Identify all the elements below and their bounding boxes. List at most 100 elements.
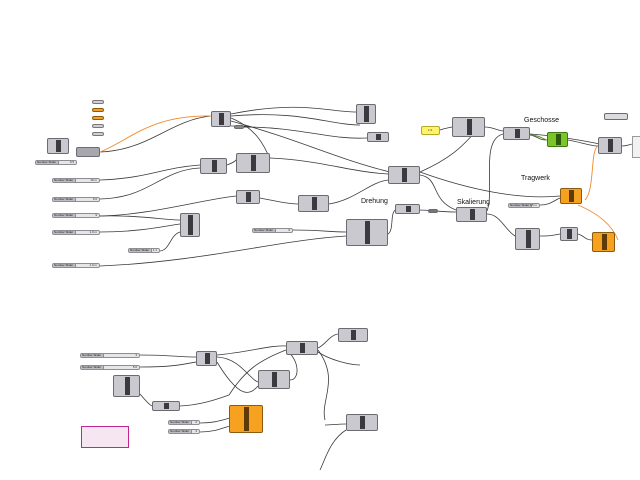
number-slider[interactable]: Number Slider 1.5 m [508,203,540,208]
component[interactable] [298,195,329,212]
legend-pill[interactable] [92,116,104,120]
number-slider[interactable]: Number Slider 1.1 [128,248,160,253]
number-slider[interactable]: Number Slider 5.0 [80,365,140,370]
component[interactable] [234,125,244,129]
wire [387,209,396,235]
slider-value: 1.0 m [89,263,97,267]
legend-pill[interactable] [92,132,104,136]
component-orange[interactable] [592,232,615,252]
group-label-drehung: Drehung [361,198,388,205]
component[interactable] [258,370,290,389]
component[interactable] [428,209,438,213]
component[interactable] [236,190,260,204]
number-slider[interactable]: Number Slider 10 m [52,178,100,183]
wire [230,114,361,126]
wire [486,133,504,212]
panel-yellow[interactable]: 1.0 [421,126,440,135]
wire [317,351,361,366]
component[interactable] [598,137,622,154]
component[interactable] [196,351,217,366]
component[interactable] [356,104,376,124]
slider-label: Number Slider [170,429,190,433]
component[interactable] [395,204,420,214]
component[interactable] [367,132,389,142]
panel-value: 1.0 [428,128,433,132]
component[interactable] [346,219,388,246]
slider-label: Number Slider [54,263,74,267]
component[interactable] [346,414,378,431]
number-slider[interactable]: Number Slider 4 [168,429,200,434]
wire [99,235,347,267]
component[interactable] [503,127,530,140]
number-slider[interactable]: Number Slider 1.0 m [52,230,100,235]
number-slider[interactable]: Number Slider 0.5 [35,160,77,165]
component[interactable] [286,341,318,355]
component-green[interactable] [547,132,568,147]
wire-selected [584,145,599,201]
slider-value: 5.0 [132,365,137,369]
component[interactable] [211,111,231,127]
slider-value: 1.1 [152,248,157,252]
component[interactable] [456,207,487,222]
number-slider[interactable]: Number Slider 9 [52,213,100,218]
component[interactable] [113,375,140,397]
component[interactable] [388,166,420,184]
wire [324,423,347,426]
wire [228,349,287,396]
cluster-preview[interactable] [81,426,129,448]
legend-pill[interactable] [92,124,104,128]
component[interactable] [200,158,227,174]
slider-label: Number Slider [54,230,74,234]
wire [269,157,389,175]
wire [328,179,389,205]
wire [99,223,181,233]
number-slider[interactable]: Number Slider 6.0 [52,197,100,202]
component[interactable] [180,213,200,237]
group-label-tragwerk: Tragwerk [521,175,550,182]
component[interactable] [76,147,100,157]
wire [419,209,457,213]
slider-value: 1.5 m [529,203,537,207]
component[interactable] [452,117,485,137]
number-slider[interactable]: Number Slider 3 [80,353,140,358]
component-orange[interactable] [229,405,263,433]
wire [139,361,197,368]
wire [139,354,197,358]
wire [243,126,368,139]
component[interactable] [338,328,368,342]
component[interactable] [47,138,69,154]
number-slider[interactable]: Number Slider 0 [252,228,293,233]
slider-value: 0 [288,228,290,232]
slider-label: Number Slider [37,160,57,164]
wire-selected [577,204,619,241]
legend-pill[interactable] [92,108,104,112]
component-orange[interactable] [560,188,582,204]
slider-value: 4 [195,429,197,433]
component[interactable] [152,401,180,411]
wire [139,393,153,407]
component[interactable] [236,153,270,173]
component[interactable] [515,228,540,250]
slider-value: 3 [135,353,137,357]
wire [159,231,181,252]
component[interactable] [560,227,578,241]
wire [484,126,504,132]
slider-label: Number Slider [170,420,190,424]
wire [419,171,561,198]
wire [216,356,259,383]
number-slider[interactable]: Number Slider 2 [168,420,200,425]
number-slider[interactable]: Number Slider 1.0 m [52,263,100,268]
wire [259,197,299,205]
legend-pill[interactable] [92,100,104,104]
wire [567,139,599,147]
edge-panel[interactable] [632,136,640,158]
wire [317,349,329,421]
slider-value: 10 m [90,178,97,182]
wire [577,233,593,241]
group-label-skalierung: Skalierung [457,199,491,206]
slider-label: Number Slider [130,248,150,252]
slider-label: Number Slider [82,365,102,369]
component[interactable] [604,113,628,120]
